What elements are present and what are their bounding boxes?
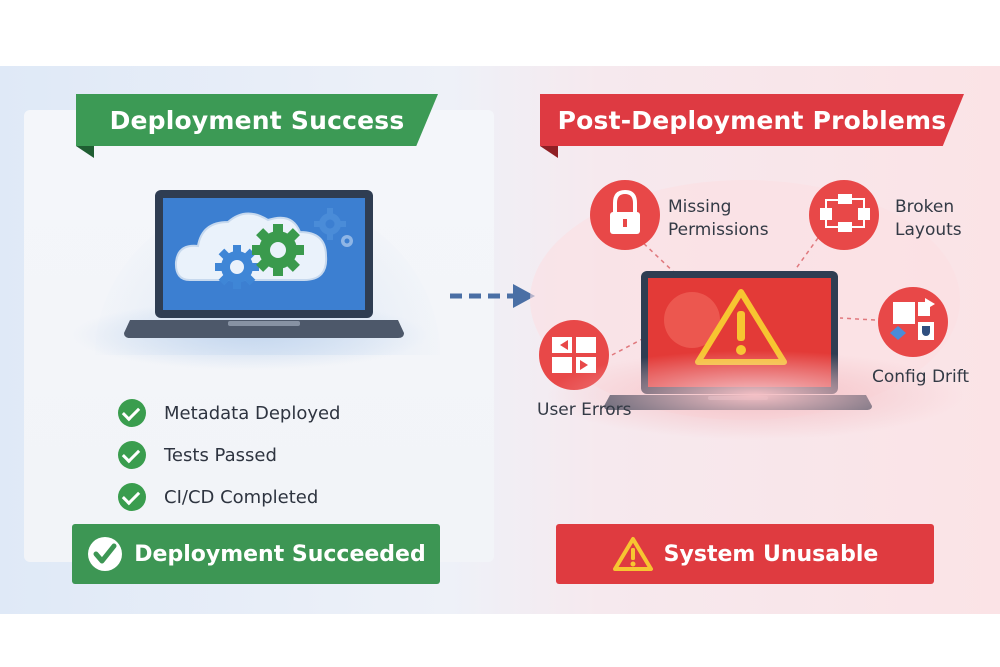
deployment-succeeded-label: Deployment Succeeded [134, 541, 426, 567]
issue-missing-permissions-line1: Missing [668, 197, 732, 217]
list-item: Metadata Deployed [118, 392, 340, 434]
list-item: CI/CD Completed [118, 476, 340, 518]
check-circle-icon [118, 483, 146, 511]
issue-missing-permissions: Missing Permissions [668, 196, 769, 242]
issue-broken-layouts-line2: Layouts [895, 220, 962, 240]
lock-icon [590, 180, 660, 250]
flowchart-icon [809, 180, 879, 250]
issue-broken-layouts-line1: Broken [895, 197, 955, 217]
gear-icon [252, 224, 304, 276]
deployment-succeeded-badge: Deployment Succeeded [72, 524, 440, 584]
issue-user-errors: User Errors [537, 400, 632, 420]
gear-icon [314, 208, 346, 240]
problems-title: Post-Deployment Problems [540, 94, 964, 146]
gear-icon [215, 245, 259, 289]
deployment-checklist: Metadata Deployed Tests Passed CI/CD Com… [118, 392, 340, 518]
system-unusable-label: System Unusable [663, 541, 879, 567]
transition-arrow-icon [450, 284, 535, 308]
check-circle-icon [118, 441, 146, 469]
gear-icon [341, 235, 353, 247]
problems-glow [545, 350, 965, 440]
check-circle-icon [88, 537, 123, 571]
check-circle-icon [118, 399, 146, 427]
issue-missing-permissions-line2: Permissions [668, 220, 769, 240]
success-title: Deployment Success [76, 94, 438, 146]
checklist-label: Metadata Deployed [164, 402, 341, 424]
checklist-label: Tests Passed [164, 444, 277, 466]
issue-broken-layouts: Broken Layouts [895, 196, 962, 242]
puzzle-pieces-icon [878, 287, 948, 357]
checklist-label: CI/CD Completed [164, 486, 319, 508]
issue-config-drift: Config Drift [872, 367, 970, 387]
list-item: Tests Passed [118, 434, 340, 476]
warning-triangle-icon [612, 537, 653, 571]
system-unusable-badge: System Unusable [556, 524, 934, 584]
